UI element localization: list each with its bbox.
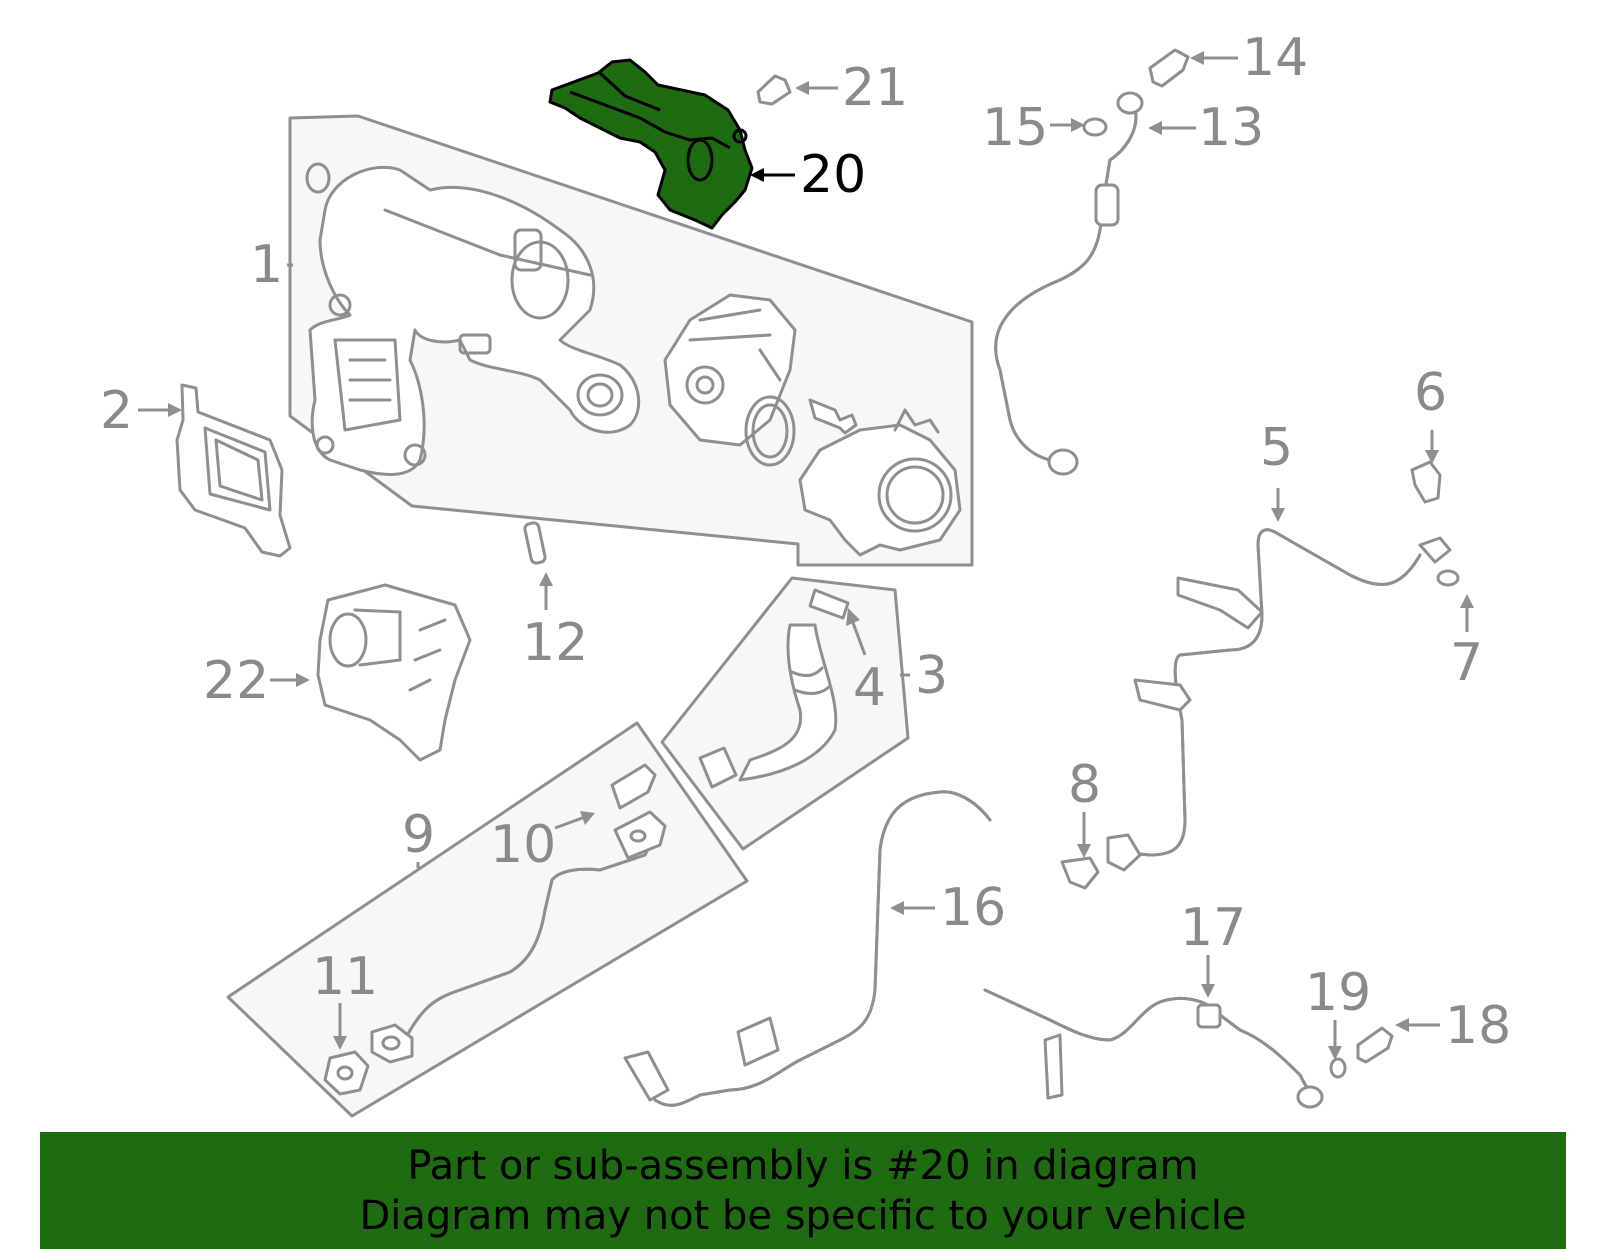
callout-4[interactable]: 4 — [853, 658, 886, 718]
callout-3[interactable]: 3 — [915, 646, 948, 706]
callout-8[interactable]: 8 — [1068, 755, 1101, 815]
dowel-part — [523, 521, 547, 565]
gasket-part — [175, 383, 292, 558]
callout-2[interactable]: 2 — [100, 381, 133, 441]
callout-12[interactable]: 12 — [522, 613, 588, 673]
callout-11[interactable]: 11 — [312, 947, 378, 1007]
coolant-line-part — [994, 91, 1144, 476]
oil-line-part — [323, 763, 667, 1096]
callout-1[interactable]: 1 — [250, 235, 283, 295]
pipe-17-part — [983, 988, 1324, 1109]
callout-7[interactable]: 7 — [1450, 633, 1483, 693]
clip-8-part — [1060, 856, 1100, 890]
callout-6[interactable]: 6 — [1414, 363, 1447, 423]
turbocharger-part — [305, 162, 641, 476]
pipe-5-part — [1106, 528, 1460, 872]
pipe-16-part — [623, 790, 992, 1107]
leader-lines — [138, 51, 1474, 1060]
bolt-21-part — [756, 74, 792, 106]
callout-14[interactable]: 14 — [1242, 28, 1308, 88]
callout-15[interactable]: 15 — [982, 98, 1048, 158]
highlighted-part-20-heat-shield[interactable] — [548, 58, 754, 230]
group-box-oil-line — [226, 721, 749, 1118]
hose-part — [698, 588, 850, 789]
bolt-part — [808, 398, 858, 435]
o-ring-19-part — [1329, 1057, 1347, 1079]
callout-20[interactable]: 20 — [800, 145, 866, 205]
callout-5[interactable]: 5 — [1260, 418, 1293, 478]
callout-9[interactable]: 9 — [402, 805, 435, 865]
bolt-18-part — [1356, 1026, 1394, 1064]
callout-17[interactable]: 17 — [1180, 898, 1246, 958]
housing-part — [798, 408, 962, 557]
callout-19[interactable]: 19 — [1305, 963, 1371, 1023]
heat-shield-part — [316, 583, 472, 762]
callout-10[interactable]: 10 — [490, 815, 556, 875]
bolt-14-part — [1148, 48, 1190, 88]
callout-21[interactable]: 21 — [842, 58, 908, 118]
callout-22[interactable]: 22 — [203, 651, 269, 711]
throttle-body-part — [663, 293, 797, 467]
callout-13[interactable]: 13 — [1198, 98, 1264, 158]
info-banner: Part or sub-assembly is #20 in diagram D… — [40, 1132, 1566, 1249]
callout-16[interactable]: 16 — [940, 878, 1006, 938]
banner-line-part-number: Part or sub-assembly is #20 in diagram — [407, 1142, 1199, 1189]
callout-18[interactable]: 18 — [1445, 996, 1511, 1056]
callout-labels: 1 2 3 4 5 6 7 8 9 10 11 12 13 14 15 16 1… — [100, 28, 1511, 1056]
bolt-6-part — [1410, 460, 1442, 504]
banner-line-disclaimer: Diagram may not be specific to your vehi… — [359, 1192, 1247, 1239]
